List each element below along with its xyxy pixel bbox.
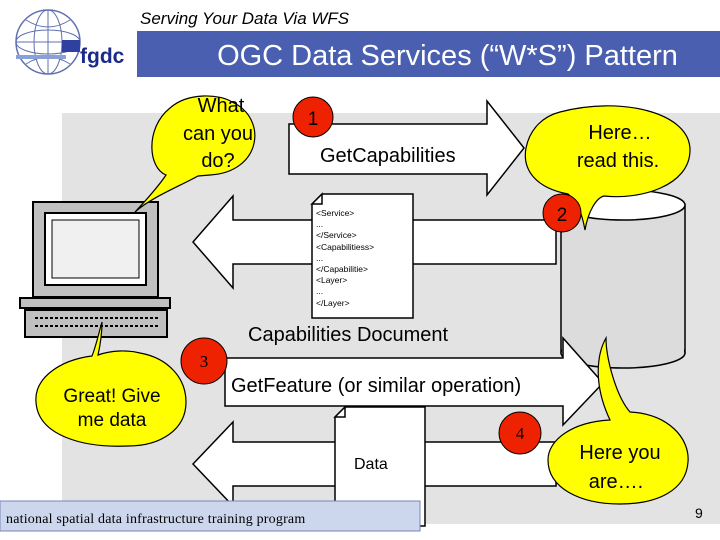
step-4-number: 4 xyxy=(516,424,525,443)
get-feature-arrow xyxy=(224,336,605,427)
footer-bar xyxy=(0,500,421,532)
globe-logo-icon xyxy=(15,9,81,75)
step-2-badge xyxy=(542,193,582,233)
get-feature-label: GetFeature (or similar operation) xyxy=(231,375,521,397)
bubble-here-you-are xyxy=(547,335,689,505)
document-icon xyxy=(310,192,414,319)
get-capabilities-label: GetCapabilities xyxy=(320,145,456,167)
bubble-here-read-this xyxy=(524,105,691,231)
bubble-great-give-data xyxy=(35,321,187,447)
step-1-badge xyxy=(292,96,334,138)
step-3-badge xyxy=(180,337,228,385)
step-4-badge xyxy=(498,411,542,455)
bubble-what-line1: What xyxy=(198,95,245,117)
data-document-icon xyxy=(333,405,426,527)
capabilities-document-text: <Service> ... </Service> <Capabilitiess>… xyxy=(316,208,375,308)
computer-icon xyxy=(19,201,171,338)
slide-subtitle: Serving Your Data Via WFS xyxy=(140,9,350,28)
bubble-what-line2: can you xyxy=(183,123,253,145)
step-3-number: 3 xyxy=(200,352,209,371)
bubble-great-line2: me data xyxy=(78,410,147,431)
data-document-label: Data xyxy=(354,456,388,473)
title-banner xyxy=(137,31,720,77)
get-capabilities-arrow xyxy=(288,98,525,198)
capabilities-caption: Capabilities Document xyxy=(248,324,449,346)
slide-title: OGC Data Services (“W*S”) Pattern xyxy=(217,40,678,72)
bubble-you-are-line1: Here you xyxy=(579,442,660,464)
bubble-what-can-you-do xyxy=(134,95,256,213)
page-number: 9 xyxy=(695,505,703,521)
bubble-read-line1: Here… xyxy=(588,122,651,144)
bubble-read-line2: read this. xyxy=(577,150,659,172)
step-2-number: 2 xyxy=(557,205,568,226)
bubble-great-line1: Great! Give xyxy=(63,386,160,407)
bubble-you-are-line2: are…. xyxy=(589,471,643,493)
footer-text: national spatial data infrastructure tra… xyxy=(6,512,306,527)
logo-text: fgdc xyxy=(80,45,125,68)
bubble-what-line3: do? xyxy=(201,150,234,172)
step-1-number: 1 xyxy=(308,109,319,130)
